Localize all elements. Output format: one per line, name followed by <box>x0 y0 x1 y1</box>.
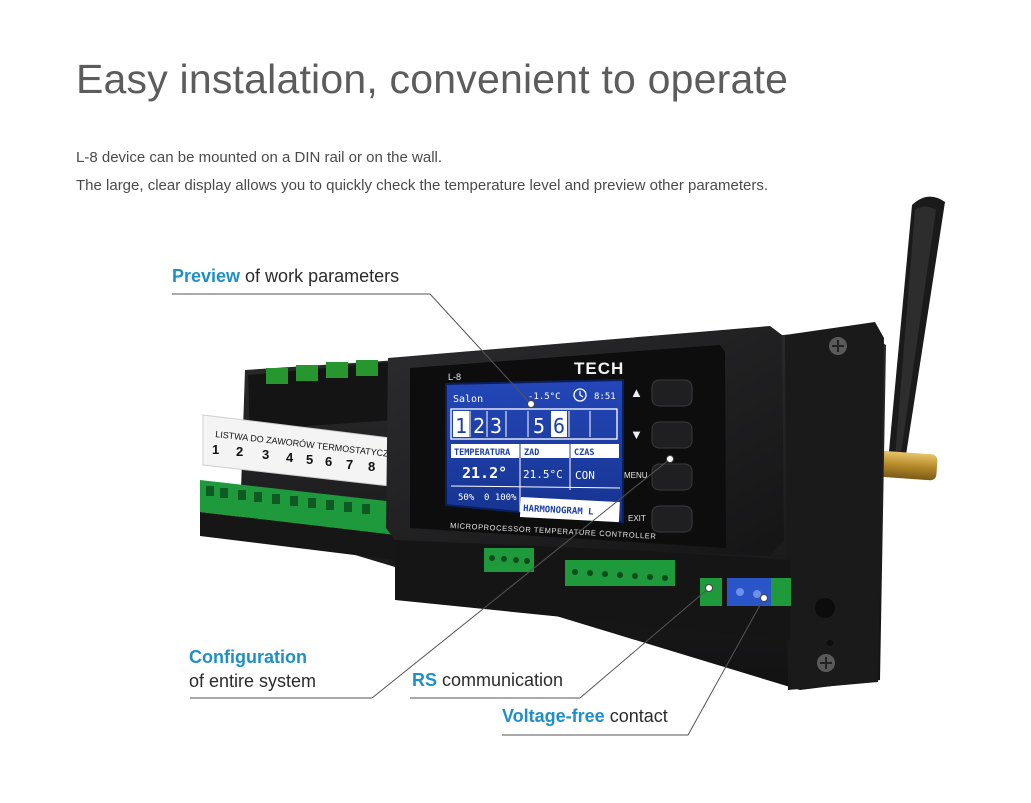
up-button[interactable] <box>651 379 693 407</box>
callout-rs-highlight: RS <box>412 670 438 690</box>
exit-button-label: EXIT <box>628 514 646 523</box>
strip-number-4: 4 <box>286 450 294 465</box>
description-line-2: The large, clear display allows you to q… <box>76 177 769 194</box>
callout-configuration-highlight: Configuration <box>189 647 307 667</box>
exit-button[interactable] <box>651 505 693 533</box>
menu-button-label: MENU <box>624 471 648 480</box>
callout-preview-highlight: Preview <box>172 266 241 286</box>
callout-dot <box>760 594 768 602</box>
menu-button[interactable] <box>651 463 693 491</box>
strip-number-3: 3 <box>262 447 269 462</box>
lcd-room: Salon <box>453 394 483 405</box>
down-button-icon: ▼ <box>630 427 643 442</box>
callout-configuration: Configuration of entire system <box>189 645 316 693</box>
relay-blocks <box>248 360 392 430</box>
lcd-set-label: ZAD <box>524 448 539 458</box>
brand-logo: TECH <box>574 359 624 378</box>
callout-rs: RS communication <box>412 670 563 691</box>
model-label: L-8 <box>448 372 461 382</box>
callout-configuration-text: of entire system <box>189 671 317 691</box>
lcd-valve: 0 100% <box>484 493 517 503</box>
zone-6: 6 <box>553 414 565 438</box>
callout-lines <box>172 293 765 736</box>
callout-dot <box>705 584 713 592</box>
strip-number-5: 5 <box>306 452 313 467</box>
lcd-outdoor-temp: -1.5°C <box>528 392 561 402</box>
callout-rs-text: communication <box>437 670 564 690</box>
lcd-time-value: CON <box>575 469 595 482</box>
callout-preview-text: of work parameters <box>240 266 400 286</box>
clock-icon <box>573 388 587 402</box>
callout-preview: Preview of work parameters <box>172 266 399 287</box>
panel-buttons: ▲ ▼ MENU EXIT <box>624 379 693 533</box>
up-button-icon: ▲ <box>630 385 643 400</box>
lcd-clock: 8:51 <box>594 392 616 402</box>
strip-number-6: 6 <box>325 454 332 469</box>
lcd-temp-label: TEMPERATURA <box>454 448 510 458</box>
callout-voltage: Voltage-free contact <box>502 706 668 727</box>
down-button[interactable] <box>651 421 693 449</box>
callout-voltage-highlight: Voltage-free <box>502 706 605 726</box>
lcd-humidity: 50% <box>458 493 475 503</box>
zone-5: 5 <box>533 414 545 438</box>
lcd-schedule: HARMONOGRAM L <box>523 504 594 518</box>
callout-dot <box>527 400 535 408</box>
zone-1: 1 <box>455 414 467 438</box>
terminal-blocks-left <box>200 480 395 560</box>
zone-row: 1 2 3 5 6 <box>453 411 591 438</box>
terminal-blocks-bottom <box>395 535 791 640</box>
strip-number-7: 7 <box>346 457 353 472</box>
description-line-1: L-8 device can be mounted on a DIN rail … <box>76 149 443 166</box>
callout-dot <box>666 455 674 463</box>
strip-number-1: 1 <box>212 442 219 457</box>
valve-strip-label: LISTWA DO ZAWORÓW TERMOSTATYCZNYCH 1 2 3… <box>202 414 414 487</box>
lcd-temp-value: 21.2° <box>462 464 507 482</box>
lcd-display: Salon -1.5°C 8:51 1 2 3 5 6 TEMPERATURA … <box>445 378 624 524</box>
lcd-time-label: CZAS <box>574 448 594 458</box>
zone-3: 3 <box>490 414 502 438</box>
page-title: Easy instalation, convenient to operate <box>76 56 789 102</box>
zone-2: 2 <box>473 414 485 438</box>
lcd-set-value: 21.5°C <box>523 468 563 481</box>
strip-number-2: 2 <box>236 444 243 459</box>
callout-voltage-text: contact <box>604 706 668 726</box>
strip-number-8: 8 <box>368 459 375 474</box>
